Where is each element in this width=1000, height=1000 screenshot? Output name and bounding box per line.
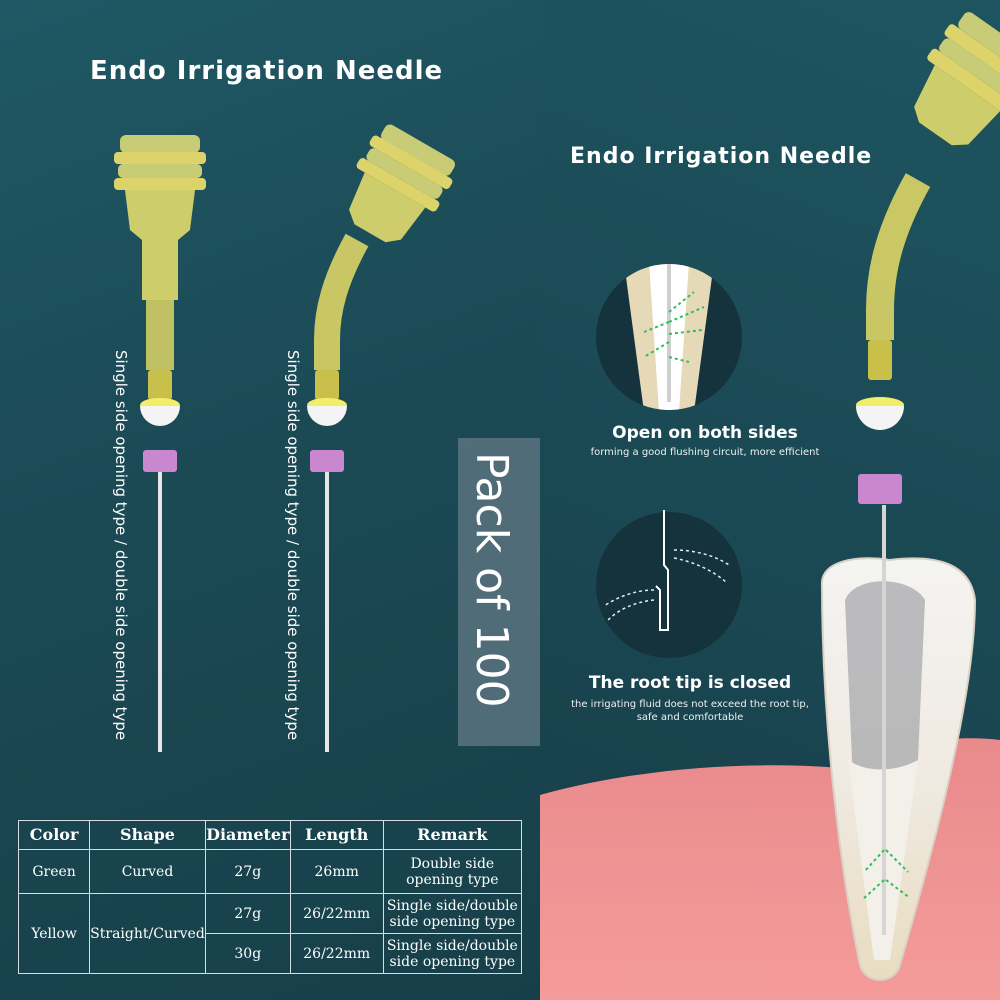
pack-badge-text: Pack of 100 <box>466 452 517 708</box>
feature2-sub1: the irrigating fluid does not exceed the… <box>571 699 809 710</box>
tooth-cross-section-icon <box>820 12 1000 981</box>
cell-shape: Curved <box>89 849 206 894</box>
table-header-row: Color Shape Diameter Length Remark <box>17 820 523 850</box>
header-color: Color <box>17 820 91 850</box>
right-title: Endo Irrigation Needle <box>570 144 873 169</box>
table-row: 30g 26/22mm Single side/double side open… <box>19 933 523 974</box>
feature1-heading: Open on both sides <box>612 423 798 443</box>
pack-badge <box>458 438 540 746</box>
cell-length: 26mm <box>289 849 384 894</box>
table-row: Green Curved 27g 26mm Double side openin… <box>17 849 523 894</box>
feature2-heading: The root tip is closed <box>588 673 792 693</box>
straight-needle-icon <box>114 135 206 752</box>
cell-length: 26/22mm <box>289 893 384 934</box>
spec-table: Color Shape Diameter Length Remark Green… <box>17 820 523 974</box>
straight-needle-label: Single side opening type / double side o… <box>112 350 130 741</box>
header-length: Length <box>289 820 384 850</box>
cell-diameter: 27g <box>204 893 291 934</box>
feature1-sub: forming a good flushing circuit, more ef… <box>590 447 820 458</box>
left-title: Endo Irrigation Needle <box>90 56 444 86</box>
feature2-caption: The root tip is closed the irrigating fl… <box>545 673 835 723</box>
header-diameter: Diameter <box>204 820 291 850</box>
cell-diameter: 27g <box>204 849 291 894</box>
feature1-caption: Open on both sides forming a good flushi… <box>570 423 840 458</box>
cell-shape: Straight/Curved <box>89 893 206 974</box>
curved-needle-label: Single side opening type / double side o… <box>284 350 302 741</box>
header-remark: Remark <box>382 820 523 850</box>
header-shape: Shape <box>89 820 206 850</box>
curved-needle-icon <box>307 124 455 752</box>
table-row: Yellow Straight/Curved 27g 26/22mm Singl… <box>17 893 523 974</box>
cell-remark: Single side/double side opening type <box>382 893 523 934</box>
root-canal-flow-icon <box>596 264 742 410</box>
root-tip-closed-icon <box>596 510 742 658</box>
feature2-sub2: safe and comfortable <box>636 712 744 723</box>
cell-remark: Double side opening type <box>382 849 523 894</box>
cell-color: Yellow <box>17 893 91 974</box>
cell-length: 26/22mm <box>289 933 384 974</box>
cell-color: Green <box>17 849 91 894</box>
cell-remark: Single side/double side opening type <box>382 933 523 974</box>
cell-diameter: 30g <box>204 933 291 974</box>
